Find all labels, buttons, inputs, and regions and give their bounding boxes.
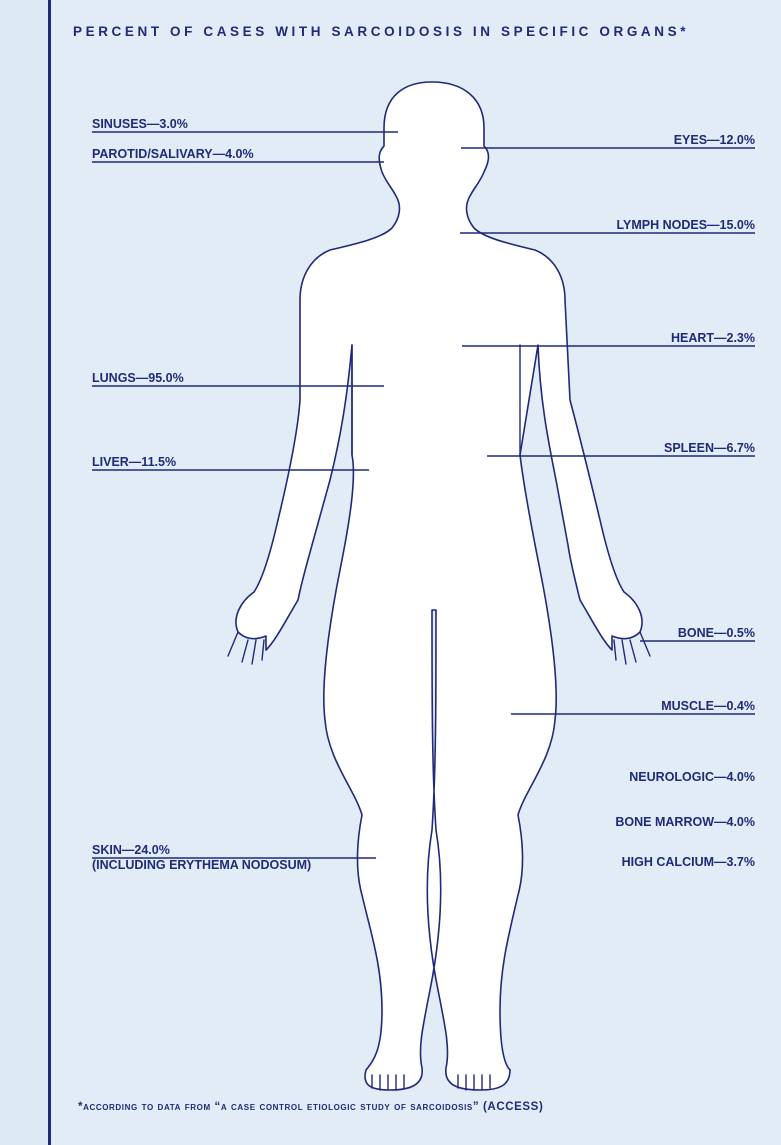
- label-sinuses: SINUSES—3.0%: [92, 117, 188, 131]
- label-neurologic: NEUROLOGIC—4.0%: [555, 770, 755, 784]
- footnote: *according to data from “a case control …: [78, 1101, 778, 1113]
- label-bone-marrow: BONE MARROW—4.0%: [555, 815, 755, 829]
- label-skin-note: (INCLUDING ERYTHEMA NODOSUM): [92, 858, 311, 872]
- label-skin: SKIN—24.0%: [92, 843, 170, 857]
- label-spleen: SPLEEN—6.7%: [555, 441, 755, 455]
- label-bone: BONE—0.5%: [555, 626, 755, 640]
- label-heart: HEART—2.3%: [555, 331, 755, 345]
- label-liver: LIVER—11.5%: [92, 455, 176, 469]
- label-lymph-nodes: LYMPH NODES—15.0%: [555, 218, 755, 232]
- label-lungs: LUNGS—95.0%: [92, 371, 184, 385]
- label-parotid: PAROTID/SALIVARY—4.0%: [92, 147, 254, 161]
- label-muscle: MUSCLE—0.4%: [555, 699, 755, 713]
- label-eyes: EYES—12.0%: [555, 133, 755, 147]
- label-high-calcium: HIGH CALCIUM—3.7%: [555, 855, 755, 869]
